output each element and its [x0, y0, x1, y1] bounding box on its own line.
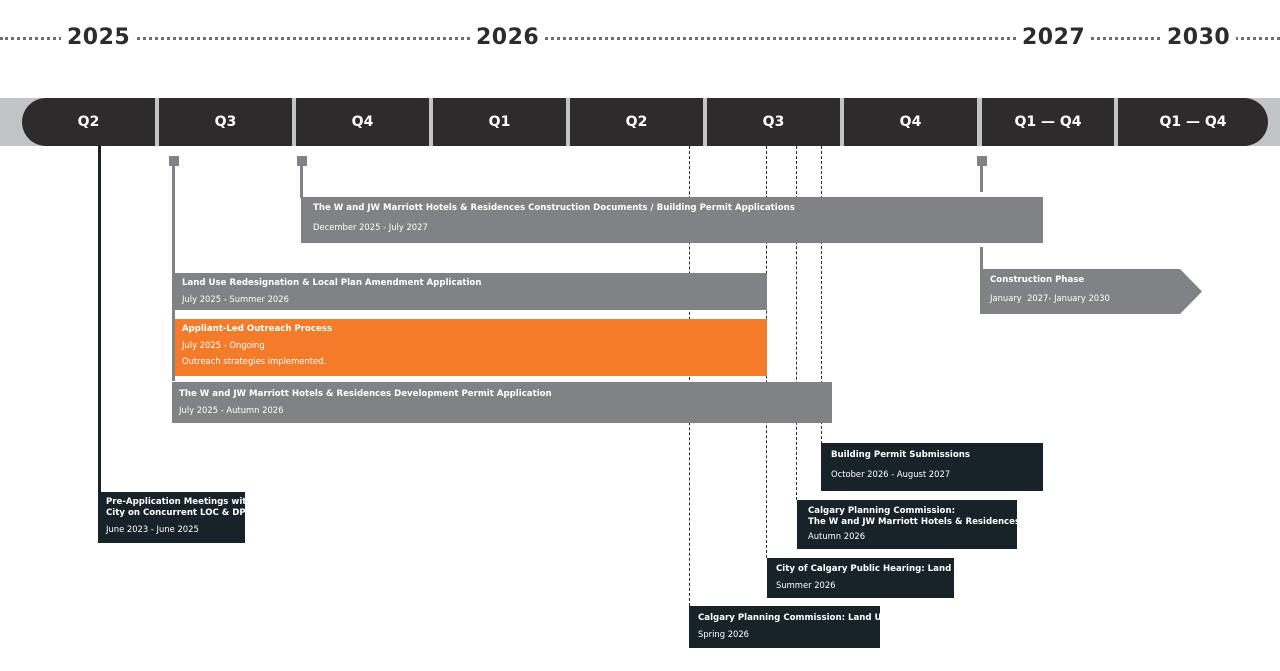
quarter-2030-all: Q1 — Q4 [1118, 98, 1268, 146]
construction-docs-start-marker [297, 156, 307, 166]
development-permit-bar: The W and JW Marriott Hotels & Residence… [172, 382, 832, 423]
construction-phase-label: Construction Phase January 2027- January… [980, 269, 1180, 314]
cpc-dp-title-line1: Calgary Planning Commission: [808, 506, 956, 516]
building-permit-connector [821, 146, 822, 444]
cpc-dp-title-line2: The W and JW Marriott Hotels & Residence… [808, 517, 1037, 527]
outreach-dates: July 2025 - Ongoing [182, 340, 265, 350]
pre-application-title-line1: Pre-Application Meetings with [106, 497, 253, 507]
construction-docs-title: The W and JW Marriott Hotels & Residence… [313, 203, 795, 213]
building-permit-title: Building Permit Submissions [831, 450, 970, 460]
land-use-connector [172, 166, 175, 381]
construction-docs-connector [300, 166, 303, 198]
outreach-bar: Appliant-Led Outreach Process July 2025 … [175, 319, 767, 376]
building-permit-box: Building Permit Submissions October 2026… [821, 443, 1043, 491]
construction-docs-bar: The W and JW Marriott Hotels & Residence… [301, 197, 1043, 243]
public-hearing-title: City of Calgary Public Hearing: Land Use [776, 564, 973, 574]
land-use-title: Land Use Redesignation & Local Plan Amen… [182, 278, 482, 288]
construction-phase-connector-top [980, 166, 983, 192]
quarter-2026-q4: Q4 [844, 98, 977, 146]
quarter-2025-q4: Q4 [296, 98, 429, 146]
year-label-2030: 2030 [1161, 24, 1237, 52]
outreach-title: Appliant-Led Outreach Process [182, 324, 333, 334]
quarter-2025-q3: Q3 [159, 98, 292, 146]
year-label-2025: 2025 [61, 24, 137, 52]
development-permit-dates: July 2025 - Autumn 2026 [179, 405, 284, 415]
year-label-2026: 2026 [470, 24, 546, 52]
year-label-2027: 2027 [1016, 24, 1092, 52]
cpc-land-use-title: Calgary Planning Commission: Land Use [698, 613, 893, 623]
pre-application-dates: June 2023 - June 2025 [106, 524, 199, 534]
outreach-note: Outreach strategies implemented. [182, 356, 327, 366]
public-hearing-box: City of Calgary Public Hearing: Land Use… [767, 558, 973, 598]
year-divider-line [0, 37, 1280, 40]
development-permit-title: The W and JW Marriott Hotels & Residence… [179, 389, 552, 399]
construction-phase-connector-bottom [980, 247, 983, 269]
pre-application-box: Pre-Application Meetings with City on Co… [98, 492, 253, 543]
land-use-bar: Land Use Redesignation & Local Plan Amen… [175, 273, 767, 310]
quarter-2026-q2: Q2 [570, 98, 703, 146]
quarter-2025-q2: Q2 [22, 98, 155, 146]
cpc-dp-connector [796, 146, 797, 500]
construction-phase-title: Construction Phase [990, 275, 1085, 285]
quarter-2026-q3: Q3 [707, 98, 840, 146]
building-permit-dates: October 2026 - August 2027 [831, 469, 951, 479]
construction-phase-start-marker [977, 156, 987, 166]
public-hearing-dates: Summer 2026 [776, 580, 836, 590]
cpc-dp-box: Calgary Planning Commission: The W and J… [797, 500, 1037, 549]
land-use-start-marker [169, 156, 179, 166]
construction-docs-dates: December 2025 - July 2027 [313, 222, 428, 232]
construction-phase-arrow [980, 269, 1202, 314]
land-use-dates: July 2025 - Summer 2026 [182, 294, 289, 304]
pre-application-title-line2: City on Concurrent LOC & DP [106, 508, 246, 518]
quarter-2027-all: Q1 — Q4 [982, 98, 1114, 146]
cpc-land-use-connector [689, 146, 690, 606]
cpc-land-use-dates: Spring 2026 [698, 629, 750, 639]
construction-phase-dates: January 2027- January 2030 [990, 293, 1110, 303]
cpc-dp-dates: Autumn 2026 [808, 531, 866, 541]
cpc-land-use-box: Calgary Planning Commission: Land Use Sp… [689, 606, 893, 648]
quarter-2026-q1: Q1 [433, 98, 566, 146]
pre-application-connector [98, 146, 101, 492]
